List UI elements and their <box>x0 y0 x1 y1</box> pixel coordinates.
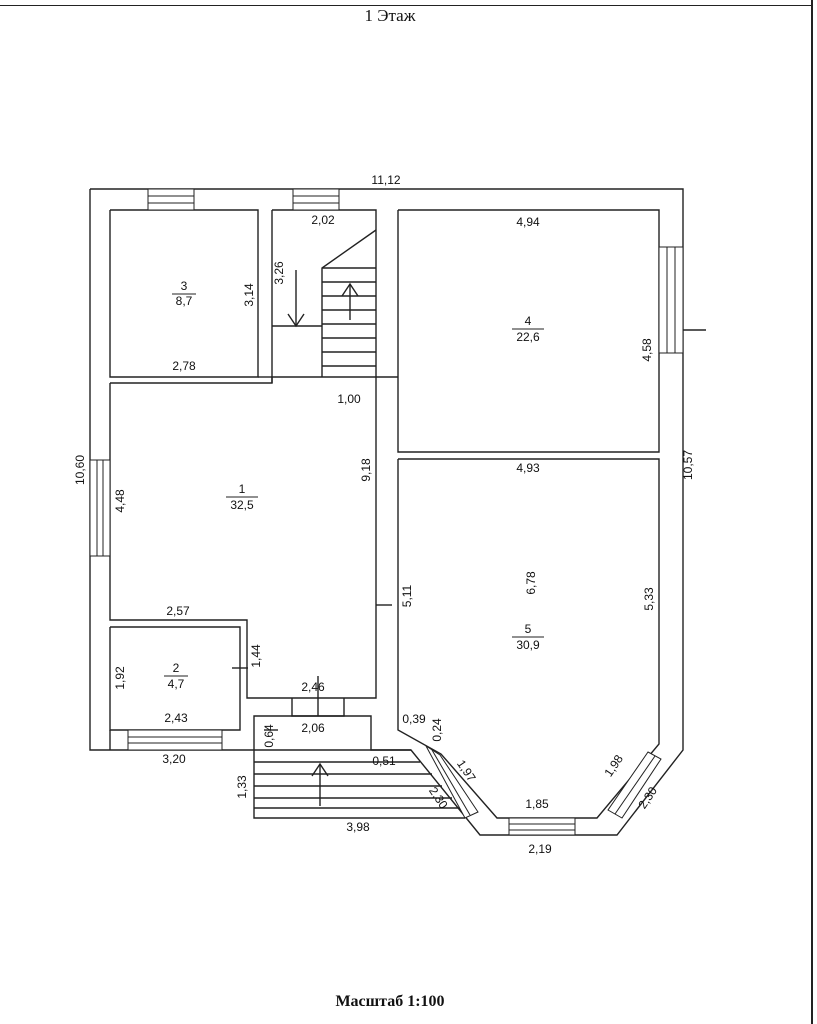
dimension-label: 0,64 <box>262 724 276 748</box>
room-number: 1 <box>239 482 246 496</box>
dimension-label: 2,19 <box>528 842 552 856</box>
dimension-label: 10,57 <box>681 450 695 480</box>
dimension-label: 1,33 <box>235 775 249 799</box>
porch-outline <box>253 750 465 819</box>
dimension-label: 4,48 <box>113 489 127 513</box>
walls <box>89 188 706 836</box>
sheet-frame-top <box>0 5 811 6</box>
room-labels: 3 8,7 4 22,6 1 32,5 2 4,7 5 30,9 <box>164 279 544 691</box>
sheet-frame-right <box>811 0 813 1024</box>
dimension-labels: 11,12 2,02 4,94 3,26 3,14 2,78 4,58 1,00… <box>73 173 695 856</box>
dimension-label: 2,57 <box>166 604 190 618</box>
room-number: 2 <box>173 661 180 675</box>
window-left <box>89 459 111 557</box>
room-area: 8,7 <box>176 294 193 308</box>
windows <box>89 188 684 836</box>
dimension-label: 1,92 <box>113 666 127 690</box>
dimension-label: 3,14 <box>242 283 256 307</box>
room-2-walls <box>109 626 241 731</box>
window-bay-left <box>425 745 479 819</box>
room-number: 3 <box>181 279 188 293</box>
dimension-label: 1,97 <box>454 757 479 784</box>
window-bay-right <box>607 751 662 819</box>
dimension-label: 0,24 <box>430 718 444 742</box>
room-area: 22,6 <box>516 330 540 344</box>
room-area: 32,5 <box>230 498 254 512</box>
dimension-label: 10,60 <box>73 455 87 485</box>
dimension-label: 0,51 <box>372 754 396 768</box>
dimension-label: 6,78 <box>524 571 538 595</box>
sheet-title: 1 Этаж <box>364 6 416 25</box>
dimension-label: 0,39 <box>402 712 426 726</box>
dimension-label: 1,00 <box>337 392 361 406</box>
dimension-label: 9,18 <box>359 458 373 482</box>
window-bottom-left <box>127 729 223 751</box>
window-bay-bottom <box>508 817 576 836</box>
dimension-label: 1,44 <box>249 644 263 668</box>
room-1-walls <box>109 376 377 699</box>
room-area: 4,7 <box>168 677 185 691</box>
dimension-label: 1,98 <box>601 752 626 779</box>
window-right <box>658 246 684 354</box>
dimension-label: 2,43 <box>164 711 188 725</box>
stairs-outline <box>321 229 377 377</box>
window-top-left <box>147 188 195 211</box>
dimension-label: 3,98 <box>346 820 370 834</box>
dimension-label: 2,02 <box>311 213 335 227</box>
dimension-label: 2,78 <box>172 359 196 373</box>
dimension-label: 1,85 <box>525 797 549 811</box>
dimension-label: 3,20 <box>162 752 186 766</box>
room-number: 4 <box>525 314 532 328</box>
scale-note: Масштаб 1:100 <box>335 993 445 1010</box>
room-number: 5 <box>525 622 532 636</box>
dimension-label: 2,46 <box>301 680 325 694</box>
room-area: 30,9 <box>516 638 540 652</box>
dimension-label: 3,26 <box>272 261 286 285</box>
dimension-label: 11,12 <box>371 173 400 187</box>
room-4-walls <box>397 209 660 453</box>
window-top-stair <box>292 188 340 211</box>
dimension-label: 4,58 <box>640 338 654 362</box>
dimension-label: 4,94 <box>516 215 540 229</box>
dimension-label: 5,33 <box>642 587 656 611</box>
dimension-label: 2,06 <box>301 721 325 735</box>
dimension-label: 4,93 <box>516 461 540 475</box>
dimension-label: 5,11 <box>400 584 414 607</box>
